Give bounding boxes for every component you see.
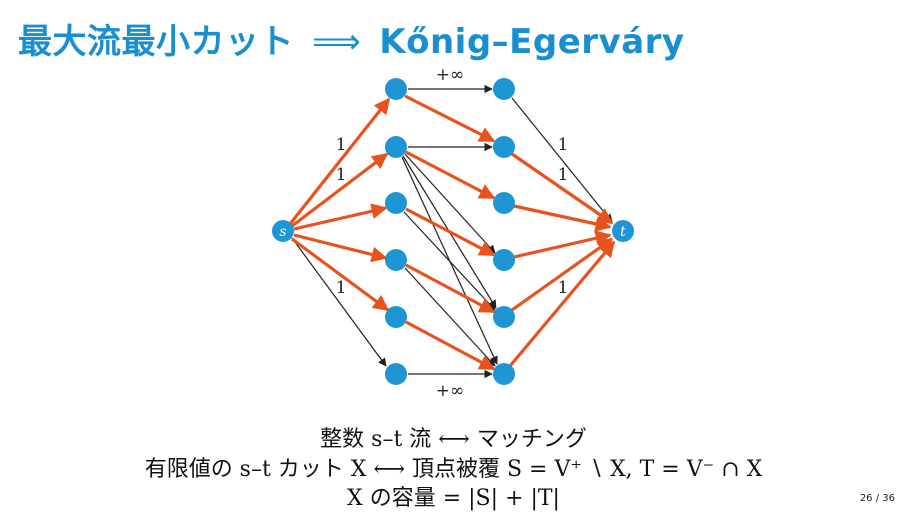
node-t [612,220,634,242]
node-s [272,220,294,242]
cap-r6-t: 1 [558,278,569,298]
cap-r1-t: 1 [558,135,569,155]
title-right: Kőnig–Egerváry [379,22,685,62]
cap-s-l6: 1 [336,278,347,298]
cap-top-inf: +∞ [436,65,464,85]
caption-line-2: 有限値の s–t カット X ⟷ 頂点被覆 S = V⁺ ∖ X, T = V⁻… [144,457,763,482]
cap-s-l2: 1 [336,165,347,185]
flow-r3-t [513,204,612,232]
flow-l5-r6 [405,320,496,371]
cap-s-l1: 1 [336,135,347,155]
node-left-1 [385,78,407,100]
node-left-6 [385,363,407,385]
edge-l3-r5 [403,211,496,311]
page-number: 26 / 36 [859,493,895,504]
flow-l4-r5 [405,263,496,314]
flow-s-l1 [288,97,391,225]
node-right-5 [493,306,515,328]
node-right-3 [493,192,515,214]
flow-edges [288,94,616,371]
flow-l1-r2 [404,94,496,143]
flow-r4-t [513,230,612,259]
flow-s-l4 [293,233,388,263]
node-right-4 [493,249,515,271]
sink-label: t [620,224,626,240]
node-right-6 [493,363,515,385]
cap-bottom-inf: +∞ [436,381,464,401]
node-right-1 [493,78,515,100]
title-left: 最大流最小カット [18,22,294,62]
flow-r6-t [508,240,616,368]
node-left-5 [385,306,407,328]
flow-s-l5 [291,237,390,312]
flow-l3-r4 [405,207,496,257]
node-left-2 [385,136,407,158]
source-label: s [279,224,286,240]
flow-r5-t [511,237,614,312]
node-left-3 [385,192,407,214]
caption-line-1: 整数 s–t 流 ⟷ マッチング [320,427,587,452]
edge-l2-r4 [404,153,496,254]
caption-line-3: X の容量 = |S| + |T| [347,486,560,511]
cap-r2-t: 1 [558,165,569,185]
slide-title: 最大流最小カット ⟹ Kőnig–Egerváry [18,14,685,63]
edge-r1-t [511,97,613,223]
edge-l4-r6 [404,267,496,367]
flow-s-l3 [293,203,388,231]
implies-arrow: ⟹ [312,22,362,62]
edge-s-l6 [291,237,387,367]
flow-r2-t [511,152,614,225]
flow-l2-r3 [405,150,496,200]
node-right-2 [493,136,515,158]
node-left-4 [385,249,407,271]
flow-s-l2 [291,152,389,228]
nodes [272,78,634,385]
